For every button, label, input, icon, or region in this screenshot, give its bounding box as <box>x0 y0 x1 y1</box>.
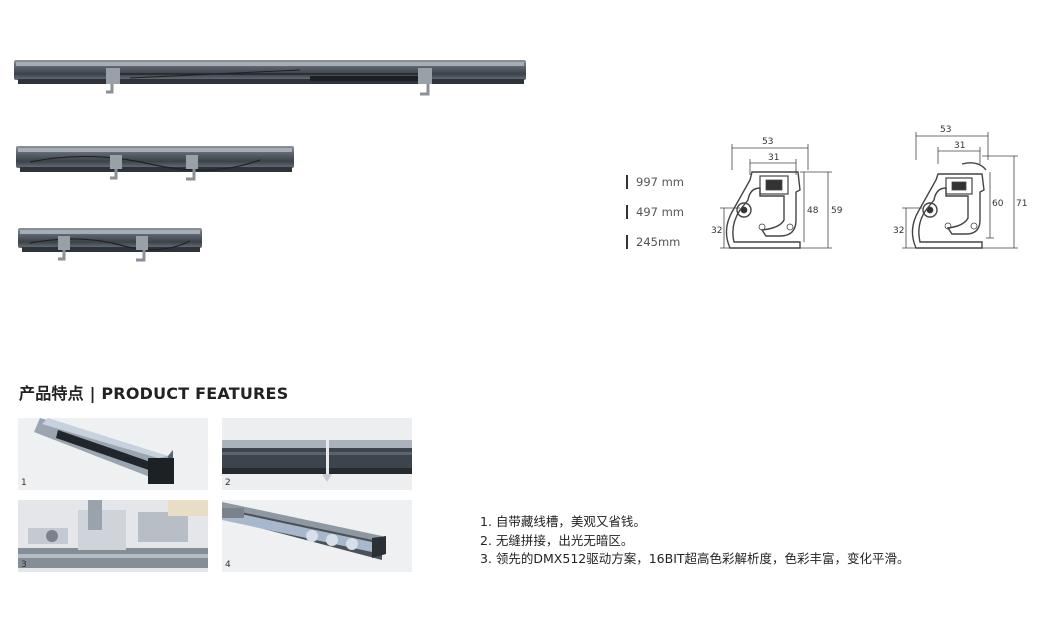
dim-width: 53 <box>762 137 773 147</box>
feature-photo-2: 2 <box>222 418 412 490</box>
feature-item-1: 1. 自带藏线槽，美观又省钱。 <box>480 514 646 529</box>
profile-drawing-right: 53 31 71 60 32 <box>893 125 1027 249</box>
feature-item-2: 2. 无缝拼接，出光无暗区。 <box>480 532 634 548</box>
length-label-497: 497 mm <box>626 205 684 219</box>
product-bars <box>14 60 526 262</box>
dim-inner-height: 60 <box>992 199 1004 209</box>
bar-997mm <box>14 60 526 96</box>
photo-number: 3 <box>21 560 27 570</box>
dim-inner-height: 48 <box>807 206 819 216</box>
photo-number: 4 <box>225 560 231 570</box>
photo-number: 2 <box>225 478 231 488</box>
feature-list: 1. 自带藏线槽，美观又省钱。 2. 无缝拼接，出光无暗区。 3. 领先的DMX… <box>480 513 910 569</box>
dim-inner-width: 31 <box>768 153 779 163</box>
dim-mount: 32 <box>711 226 722 236</box>
feature-photo-1: 1 <box>18 418 208 490</box>
feature-item-3: 3. 领先的DMX512驱动方案，16BIT超高色彩解析度，色彩丰富，变化平滑。 <box>480 551 910 566</box>
feature-photo-3: 3 <box>18 500 208 572</box>
bar-245mm <box>18 228 202 262</box>
photo-number: 1 <box>21 478 27 488</box>
dim-width: 53 <box>940 125 951 135</box>
length-label-245: 245mm <box>626 235 680 249</box>
length-label-997: 997 mm <box>626 175 684 189</box>
profile-drawing-left: 53 31 59 48 32 <box>711 137 843 249</box>
feature-photo-4: 4 <box>222 500 412 572</box>
dim-mount: 32 <box>893 226 904 236</box>
section-title: 产品特点 | PRODUCT FEATURES <box>19 384 289 403</box>
dim-height: 71 <box>1016 199 1027 209</box>
dim-inner-width: 31 <box>954 141 965 151</box>
dim-height: 59 <box>831 206 843 216</box>
bar-497mm <box>16 146 294 181</box>
